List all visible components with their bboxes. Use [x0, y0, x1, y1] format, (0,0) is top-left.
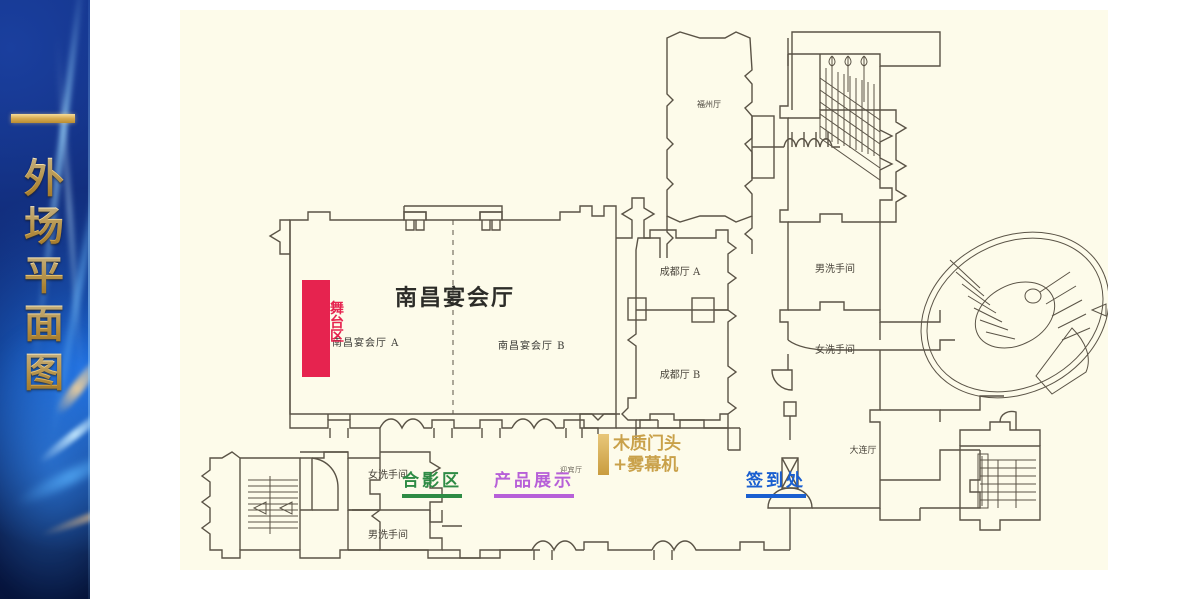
title-char-4: 面	[24, 301, 64, 348]
page-title: 外 场 平 面 图	[14, 156, 74, 396]
title-sidebar: 外 场 平 面 图	[0, 0, 90, 599]
marker-sign-in-label: 签到处	[746, 471, 806, 491]
marker-sign-in: 签到处	[746, 472, 806, 498]
room-label-main-hall-b: 南昌宴会厅 B	[498, 341, 566, 352]
room-label-men-right: 男洗手间	[815, 262, 855, 275]
room-label-main-hall-a: 南昌宴会厅 A	[332, 338, 400, 349]
room-label-main-hall: 南昌宴会厅	[395, 285, 516, 311]
stage-char-3: 区	[330, 329, 344, 345]
marker-photo-area-underline	[402, 493, 462, 498]
room-label-fuzhou: 福州厅	[697, 100, 721, 109]
marker-photo-area-label: 合影区	[402, 471, 462, 491]
marker-wooden-gate-line1: 木质门头	[613, 434, 681, 454]
stage-char-1: 舞	[330, 301, 344, 317]
room-label-women-right: 女洗手间	[815, 343, 855, 356]
sidebar-glow	[0, 330, 90, 599]
room-label-dalian: 大连厅	[849, 444, 876, 456]
room-label-welcome-hall: 迎宾厅	[560, 466, 583, 474]
marker-photo-area: 合影区	[402, 472, 462, 498]
marker-wooden-gate: 木质门头 +雾幕机	[598, 434, 681, 476]
floorplan-drawing: 福州厅 成都厅 A 成都厅 B 男洗手间 女洗手间 大连厅 女洗手间 男洗手间	[200, 31, 1108, 560]
gold-accent-bar	[11, 114, 75, 123]
title-char-3: 平	[24, 252, 64, 299]
marker-wooden-gate-text: 木质门头 +雾幕机	[613, 434, 681, 475]
room-label-chengdu-a: 成都厅 A	[660, 266, 701, 278]
stage-char-2: 台	[330, 315, 344, 331]
marker-wooden-gate-bar	[598, 434, 609, 476]
marker-product-display: 产品展示	[494, 472, 574, 498]
floorplan-panel: 福州厅 成都厅 A 成都厅 B 男洗手间 女洗手间 大连厅 女洗手间 男洗手间 …	[180, 10, 1108, 570]
marker-product-display-underline	[494, 493, 574, 498]
sidebar-edge-divider	[88, 0, 90, 599]
room-label-men-left: 男洗手间	[368, 528, 408, 541]
marker-product-display-label: 产品展示	[494, 471, 574, 491]
marker-wooden-gate-line2: +雾幕机	[613, 454, 679, 475]
title-char-2: 场	[24, 204, 64, 251]
stage-area-label: 舞 台 区	[328, 302, 346, 344]
title-char-1: 外	[24, 156, 64, 202]
room-label-chengdu-b: 成都厅 B	[660, 369, 701, 381]
marker-sign-in-underline	[746, 493, 806, 498]
title-char-5: 图	[24, 349, 64, 396]
stage-area-block	[302, 280, 330, 377]
room-label-women-left: 女洗手间	[368, 468, 408, 481]
